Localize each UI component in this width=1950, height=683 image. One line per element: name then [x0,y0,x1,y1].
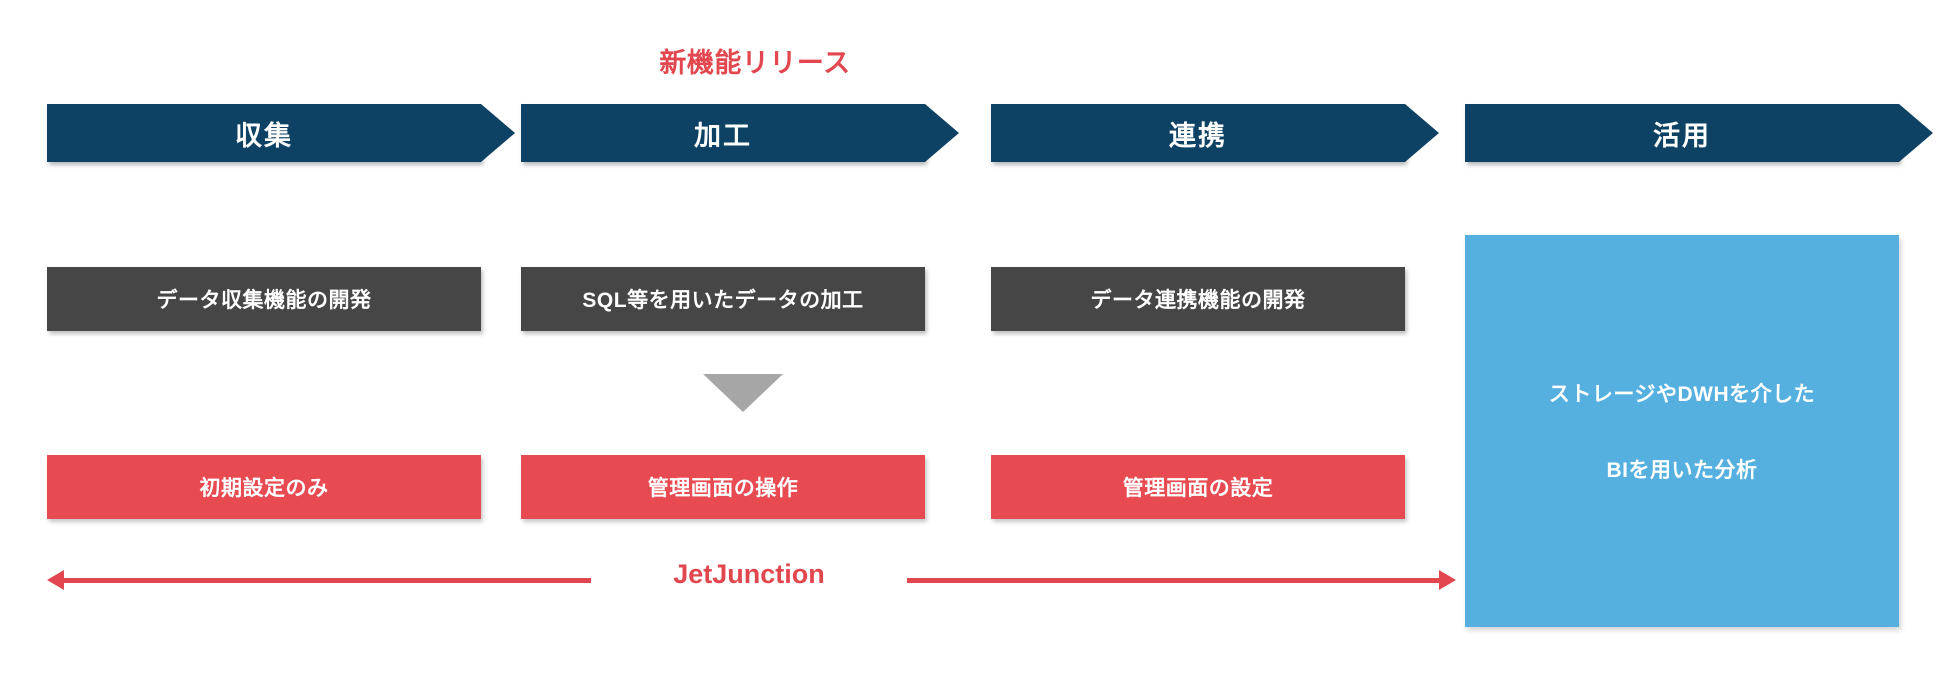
utilization-panel-line-2: BIを用いた分析 [1606,459,1758,482]
task-box-collect-label: データ収集機能の開発 [156,289,372,312]
action-box-process[interactable]: 管理画面の操作 [521,455,925,519]
action-box-collect-label: 初期設定のみ [199,477,329,500]
stage-header-collect[interactable]: 収集 [47,104,515,162]
utilization-panel-line-1: ストレージやDWHを介した [1548,383,1816,406]
stage-header-integrate-label: 連携 [1169,120,1227,151]
stage-header-utilize[interactable]: 活用 [1465,104,1933,162]
task-box-integrate-label: データ連携機能の開発 [1090,289,1306,312]
action-box-collect[interactable]: 初期設定のみ [47,455,481,519]
action-box-integrate[interactable]: 管理画面の設定 [991,455,1405,519]
stage-header-utilize-label: 活用 [1653,120,1711,151]
action-box-process-label: 管理画面の操作 [647,477,799,500]
stage-header-integrate[interactable]: 連携 [991,104,1439,162]
task-box-process-label: SQL等を用いたデータの加工 [582,289,864,312]
scope-arrow-left-icon [47,570,591,590]
scope-arrow-right-icon [907,570,1456,590]
task-box-integrate[interactable]: データ連携機能の開発 [991,267,1405,331]
utilization-panel[interactable]: ストレージやDWHを介した BIを用いた分析 [1465,235,1899,627]
stage-header-collect-label: 収集 [235,120,293,151]
task-box-process[interactable]: SQL等を用いたデータの加工 [521,267,925,331]
release-callout-label: 新機能リリース [659,48,851,78]
stage-header-process[interactable]: 加工 [521,104,959,162]
action-box-integrate-label: 管理画面の設定 [1122,477,1274,500]
down-arrow-icon [703,374,783,412]
stage-header-process-label: 加工 [694,120,752,151]
scope-label: JetJunction [673,559,825,589]
task-box-collect[interactable]: データ収集機能の開発 [47,267,481,331]
